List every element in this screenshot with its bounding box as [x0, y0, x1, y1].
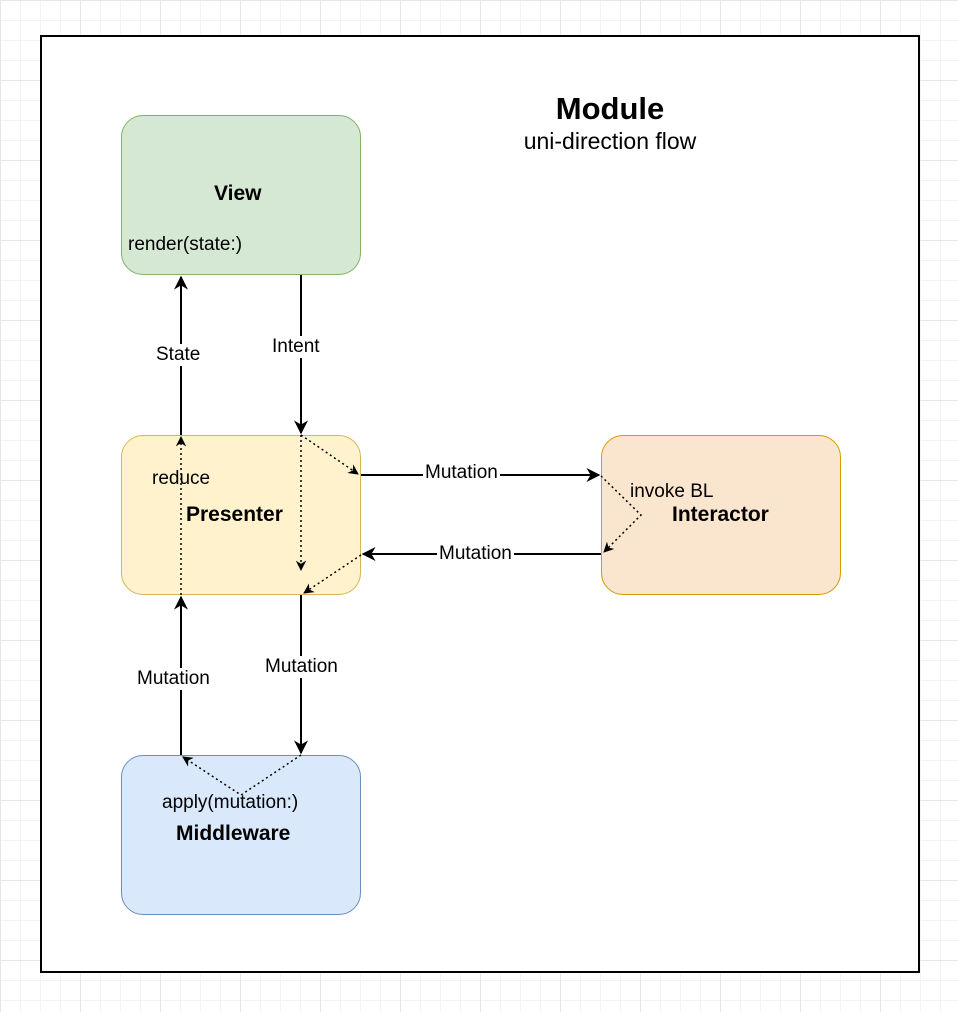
view-node[interactable]: View render(state:) [121, 115, 361, 275]
diagram-subtitle: uni-direction flow [523, 128, 697, 154]
presenter-node-name: Presenter [186, 503, 283, 526]
edge-label-mutation-to-middleware: Mutation [263, 656, 340, 678]
title-block: Module uni-direction flow [490, 92, 730, 156]
view-node-method: render(state:) [128, 234, 243, 255]
edge-label-state: State [154, 344, 203, 366]
edge-label-mutation-from-interactor: Mutation [437, 543, 514, 565]
middleware-node-name: Middleware [176, 822, 291, 845]
presenter-node-method: reduce [152, 468, 211, 489]
edge-label-mutation-from-middleware: Mutation [135, 668, 212, 690]
interactor-node-method: invoke BL [630, 481, 714, 502]
edge-label-intent: Intent [270, 336, 322, 358]
view-node-name: View [214, 182, 262, 205]
diagram-title: Module [555, 91, 665, 126]
middleware-node[interactable]: apply(mutation:) Middleware [121, 755, 361, 915]
interactor-node-name: Interactor [672, 503, 769, 526]
presenter-node[interactable]: reduce Presenter [121, 435, 361, 595]
middleware-node-method: apply(mutation:) [162, 792, 299, 813]
edge-label-mutation-to-interactor: Mutation [423, 462, 500, 484]
interactor-node[interactable]: invoke BL Interactor [601, 435, 841, 595]
